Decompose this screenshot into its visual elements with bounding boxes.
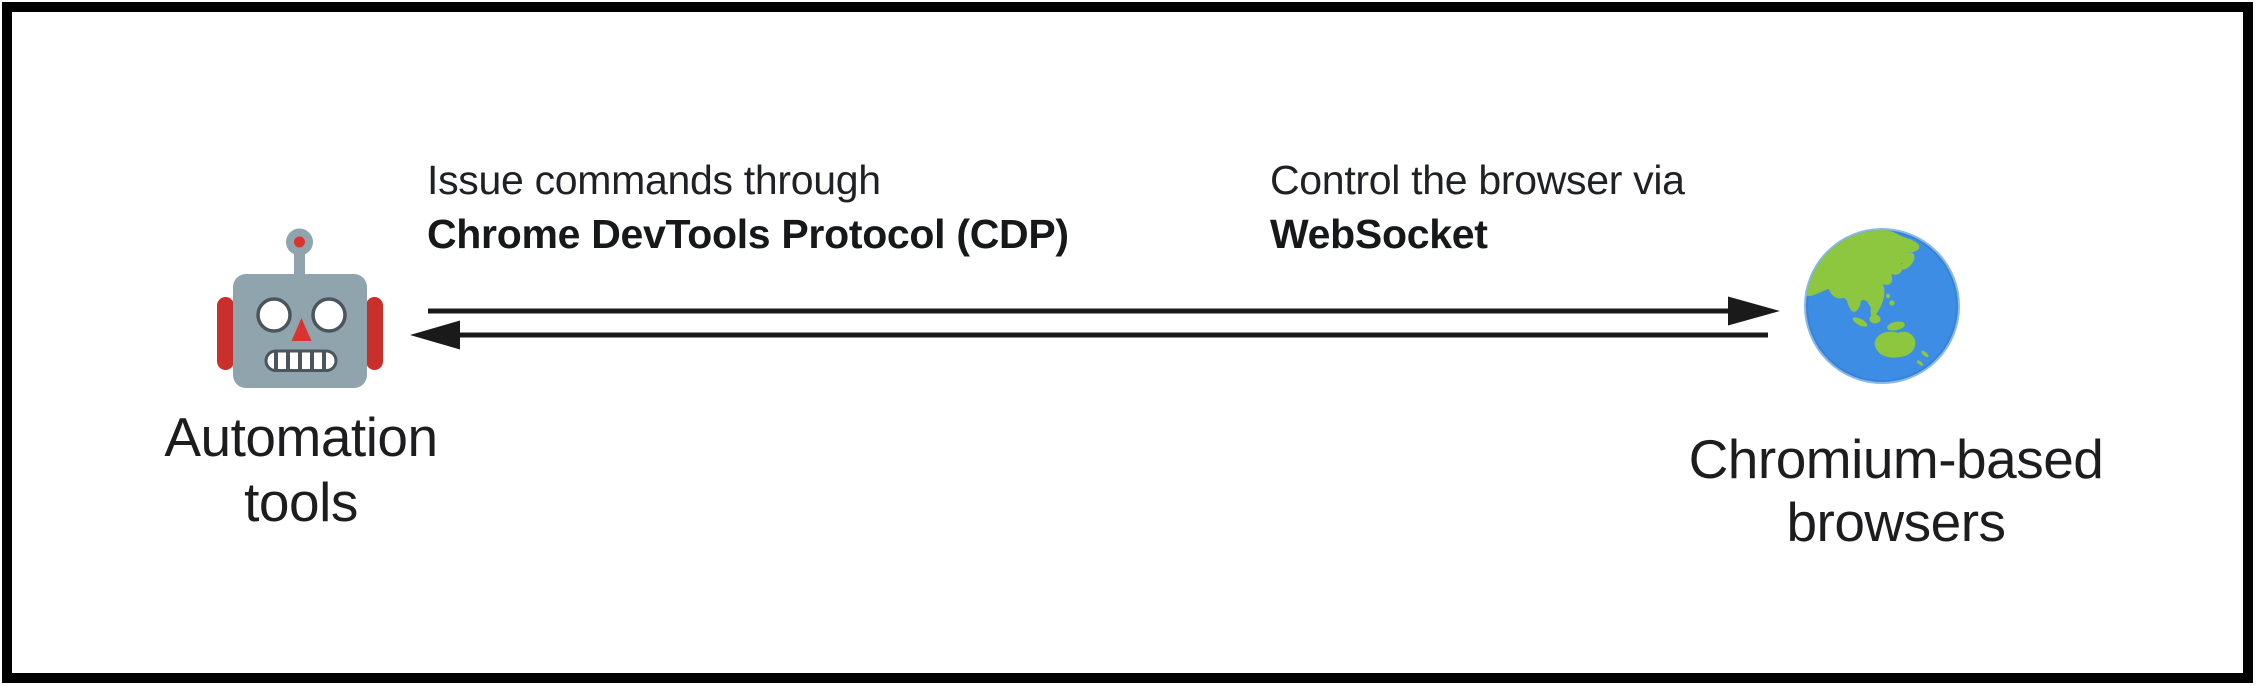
cdp-annotation-line1: Issue commands through — [427, 157, 881, 203]
arrowhead-left-icon — [410, 320, 460, 350]
websocket-annotation: Control the browser via WebSocket — [1270, 153, 1685, 261]
websocket-annotation-line2: WebSocket — [1270, 211, 1488, 257]
connection-arrows — [410, 296, 1780, 350]
browser-node-label: Chromium-based browsers — [1688, 428, 2104, 553]
arrow-left-to-right — [428, 296, 1780, 326]
cdp-annotation: Issue commands through Chrome DevTools P… — [427, 153, 1069, 261]
cdp-annotation-line2: Chrome DevTools Protocol (CDP) — [427, 211, 1069, 257]
websocket-annotation-line1: Control the browser via — [1270, 157, 1685, 203]
robot-icon — [217, 228, 383, 388]
automation-node-label: Automation tools — [164, 406, 438, 533]
globe-icon — [1804, 228, 1960, 384]
arrowhead-right-icon — [1728, 296, 1780, 326]
arrow-right-to-left — [410, 320, 1768, 350]
